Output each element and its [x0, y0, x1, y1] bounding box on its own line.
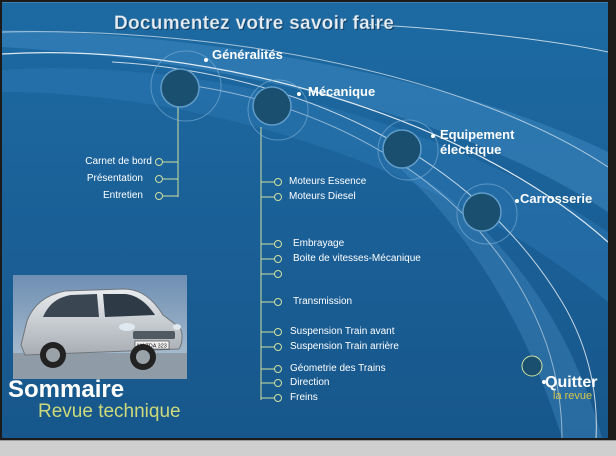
item-moteurs-essence[interactable]: Moteurs Essence: [289, 176, 367, 187]
item-freins[interactable]: Freins: [290, 392, 318, 403]
page-title: Documentez votre savoir faire: [114, 13, 395, 34]
item-direction[interactable]: Direction: [290, 377, 330, 388]
node-generalites[interactable]: [150, 50, 222, 122]
category-equipement-electrique[interactable]: Equipement électrique: [440, 127, 514, 157]
sommaire-screen: Documentez votre savoir faire Généralité…: [2, 2, 608, 438]
quitter-button[interactable]: Quitter: [545, 374, 598, 391]
node-carrosserie[interactable]: [456, 183, 518, 245]
node-equipement[interactable]: [377, 119, 439, 181]
item-transmission[interactable]: Transmission: [293, 296, 353, 307]
item-entretien[interactable]: Entretien: [102, 190, 143, 201]
category-mecanique[interactable]: Mécanique: [308, 84, 376, 99]
item-geometrie-des-trains[interactable]: Géometrie des Trains: [290, 363, 386, 374]
sommaire-title: Sommaire: [8, 376, 125, 403]
item-moteurs-diesel[interactable]: Moteurs Diesel: [289, 191, 356, 202]
category-generalites[interactable]: Généralités: [212, 47, 283, 62]
category-equipement-line1: Equipement: [440, 127, 515, 142]
node-quitter[interactable]: [521, 355, 543, 377]
node-mecanique[interactable]: [247, 79, 309, 141]
window-bottom-bar: [0, 440, 616, 456]
quitter-subtitle[interactable]: la revue: [553, 390, 593, 402]
item-suspension-train-avant[interactable]: Suspension Train avant: [290, 326, 395, 337]
item-presentation[interactable]: Présentation: [86, 173, 143, 184]
item-suspension-train-arriere[interactable]: Suspension Train arrière: [290, 341, 399, 352]
category-equipement-line2: électrique: [440, 142, 502, 157]
car-photo: MAZDA 323: [13, 275, 187, 379]
revue-technique-subtitle: Revue technique: [38, 401, 181, 422]
item-embrayage[interactable]: Embrayage: [293, 238, 345, 249]
item-boite-de-vitesses[interactable]: Boite de vitesses-Mécanique: [293, 253, 421, 264]
category-carrosserie[interactable]: Carrosserie: [520, 191, 593, 206]
decorative-arcs: [2, 2, 608, 438]
license-plate: MAZDA 323: [137, 344, 167, 350]
item-carnet-de-bord[interactable]: Carnet de bord: [85, 156, 152, 167]
